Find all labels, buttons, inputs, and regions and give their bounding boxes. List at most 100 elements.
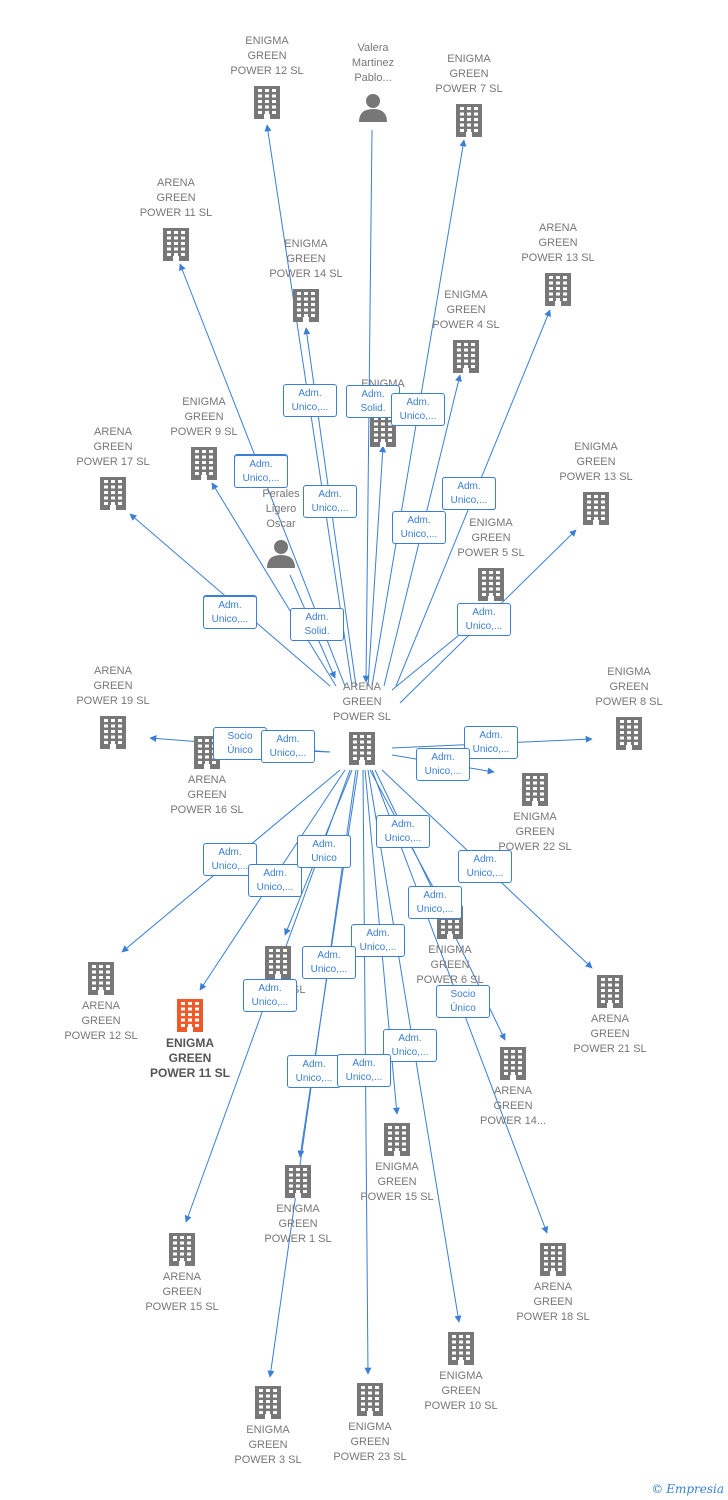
edge-label-center-ag15[interactable]: Adm. Unico,...	[243, 979, 297, 1012]
building-icon	[293, 289, 319, 322]
building-icon	[265, 946, 291, 979]
edge-label-center-ag18[interactable]: Socio Único	[436, 985, 490, 1018]
building-icon	[88, 962, 114, 995]
edge-label-center-ag21[interactable]: Adm. Unico,...	[458, 850, 512, 883]
node-eg23[interactable]: ENIGMA GREEN POWER 23 SL	[315, 1382, 425, 1465]
building-icon	[453, 340, 479, 373]
node-label: Valera Martinez Pablo...	[351, 42, 395, 84]
building-icon	[616, 717, 642, 750]
node-label: ARENA GREEN POWER 17 SL	[76, 426, 150, 468]
node-ag18[interactable]: ARENA GREEN POWER 18 SL	[498, 1242, 608, 1325]
building-icon	[191, 447, 217, 480]
node-eg7[interactable]: ENIGMA GREEN POWER 7 SL	[414, 52, 524, 137]
node-label: ENIGMA GREEN POWER 3 SL	[234, 1424, 302, 1466]
copyright-symbol: ©	[651, 1482, 664, 1496]
edge-label-center-eg12[interactable]: Adm. Unico,...	[283, 384, 337, 417]
building-icon	[545, 273, 571, 306]
empresia-credit[interactable]: ©Empresia	[651, 1482, 724, 1496]
edge-label-center-ag19[interactable]: Socio Único	[213, 727, 267, 760]
edge-label-center-eg7[interactable]: Adm. Unico,...	[391, 393, 445, 426]
node-eg10[interactable]: ENIGMA GREEN POWER 10 SL	[406, 1331, 516, 1414]
node-label: ARENA GREEN POWER 21 SL	[573, 1013, 647, 1055]
building-icon	[583, 492, 609, 525]
building-icon	[448, 1332, 474, 1365]
node-valera[interactable]: Valera Martinez Pablo...	[318, 41, 428, 122]
node-label: ENIGMA GREEN POWER 13 SL	[559, 441, 633, 483]
node-ag14[interactable]: ARENA GREEN POWER 14...	[458, 1046, 568, 1129]
node-label: ENIGMA GREEN POWER 9 SL	[170, 396, 238, 438]
person-icon	[267, 540, 295, 568]
node-ag11[interactable]: ARENA GREEN POWER 11 SL	[121, 176, 231, 261]
node-eg14[interactable]: ENIGMA GREEN POWER 14 SL	[251, 237, 361, 322]
edge-label-center-eg3[interactable]: Adm. Unico,...	[287, 1055, 341, 1088]
building-icon	[357, 1383, 383, 1416]
building-icon	[597, 975, 623, 1008]
building-icon	[254, 86, 280, 119]
node-ag12[interactable]: ARENA GREEN POWER 12 SL	[46, 961, 156, 1044]
node-center[interactable]: ARENA GREEN POWER SL	[307, 680, 417, 765]
node-ag19[interactable]: ARENA GREEN POWER 19 SL	[58, 664, 168, 749]
node-label: ENIGMA GREEN POWER 4 SL	[432, 289, 500, 331]
edge-label-center-ag12[interactable]: Adm. Unico,...	[203, 843, 257, 876]
edge-label-center-eg8[interactable]: Adm. Unico,...	[464, 726, 518, 759]
edge-label-center-ren15[interactable]: Adm. Unico	[297, 835, 351, 868]
edge-label-center-eg1[interactable]: Adm. Unico,...	[302, 946, 356, 979]
node-label: ENIGMA GREEN POWER 15 SL	[360, 1161, 434, 1203]
node-label: ENIGMA GREEN POWER 1 SL	[264, 1203, 332, 1245]
node-eg12[interactable]: ENIGMA GREEN POWER 12 SL	[212, 34, 322, 119]
node-label: ENIGMA GREEN POWER 8 SL	[595, 666, 663, 708]
node-label: ARENA GREEN POWER 18 SL	[516, 1281, 590, 1323]
node-eg8[interactable]: ENIGMA GREEN POWER 8 SL	[574, 665, 684, 750]
node-eg22[interactable]: ENIGMA GREEN POWER 22 SL	[480, 772, 590, 855]
building-icon	[169, 1233, 195, 1266]
edge-label-center-ag17[interactable]: Adm. Unico,...	[203, 596, 257, 629]
node-eg15[interactable]: ENIGMA GREEN POWER 15 SL	[342, 1122, 452, 1205]
node-eg9[interactable]: ENIGMA GREEN POWER 9 SL	[149, 395, 259, 480]
node-eg11[interactable]: ENIGMA GREEN POWER 11 SL	[135, 998, 245, 1081]
building-icon	[540, 1243, 566, 1276]
building-icon	[100, 716, 126, 749]
node-eg3[interactable]: ENIGMA GREEN POWER 3 SL	[213, 1385, 323, 1468]
node-eg13[interactable]: ENIGMA GREEN POWER 13 SL	[541, 440, 651, 525]
edge-label-center-eg5[interactable]: Adm. Unico,...	[457, 603, 511, 636]
node-ag13[interactable]: ARENA GREEN POWER 13 SL	[503, 221, 613, 306]
edge-label-center-eg10[interactable]: Adm. Unico,...	[383, 1029, 437, 1062]
edge-label-center-eg4[interactable]: Adm. Unico,...	[392, 511, 446, 544]
edge-label-center-eg13[interactable]: Adm. Unico,...	[442, 477, 496, 510]
node-label: ENIGMA GREEN POWER 6 SL	[416, 944, 484, 986]
person-icon	[359, 94, 387, 122]
building-icon	[177, 999, 203, 1032]
node-perales[interactable]: Perales Ligero Oscar	[226, 487, 336, 568]
building-icon	[522, 773, 548, 806]
edge-label-perales-center[interactable]: Adm. Solid.	[290, 608, 344, 641]
building-icon	[500, 1047, 526, 1080]
node-ag17[interactable]: ARENA GREEN POWER 17 SL	[58, 425, 168, 510]
edge-line-center-eg9	[211, 482, 337, 687]
node-label: ARENA GREEN POWER 11 SL	[139, 177, 213, 219]
node-label: ARENA GREEN POWER 14...	[479, 1085, 547, 1127]
node-eg1[interactable]: ENIGMA GREEN POWER 1 SL	[243, 1164, 353, 1247]
node-label: ARENA GREEN POWER 16 SL	[170, 774, 244, 816]
building-icon	[456, 104, 482, 137]
node-label: ENIGMA GREEN POWER 14 SL	[269, 238, 343, 280]
edge-label-center-eg23[interactable]: Adm. Unico,...	[337, 1054, 391, 1087]
edge-line-center-egx	[367, 445, 387, 687]
node-label: ARENA GREEN POWER 15 SL	[145, 1271, 219, 1313]
node-ag15[interactable]: ARENA GREEN POWER 15 SL	[127, 1232, 237, 1315]
edge-label-center-eg22[interactable]: Adm. Unico,...	[416, 748, 470, 781]
node-ag21[interactable]: ARENA GREEN POWER 21 SL	[555, 974, 665, 1057]
node-label: ENIGMA GREEN POWER 23 SL	[333, 1421, 407, 1463]
building-icon	[255, 1386, 281, 1419]
empresia-logo-text: Empresia	[666, 1482, 724, 1496]
edge-label-center-eg9[interactable]: Adm. Unico,...	[234, 455, 288, 488]
node-label: ARENA GREEN POWER 12 SL	[64, 1000, 138, 1042]
edge-label-center-eg14[interactable]: Adm. Unico,...	[303, 485, 357, 518]
edge-label-center-ag16[interactable]: Adm. Unico,...	[261, 730, 315, 763]
node-eg5[interactable]: ENIGMA GREEN POWER 5 SL	[436, 516, 546, 601]
edge-label-center-ag14[interactable]: Adm. Unico,...	[376, 815, 430, 848]
building-icon	[370, 414, 396, 447]
edge-label-center-eg6[interactable]: Adm. Unico,...	[408, 886, 462, 919]
node-eg4[interactable]: ENIGMA GREEN POWER 4 SL	[411, 288, 521, 373]
edge-label-center-eg11[interactable]: Adm. Unico,...	[248, 864, 302, 897]
edge-label-center-eg15[interactable]: Adm. Unico,...	[351, 924, 405, 957]
